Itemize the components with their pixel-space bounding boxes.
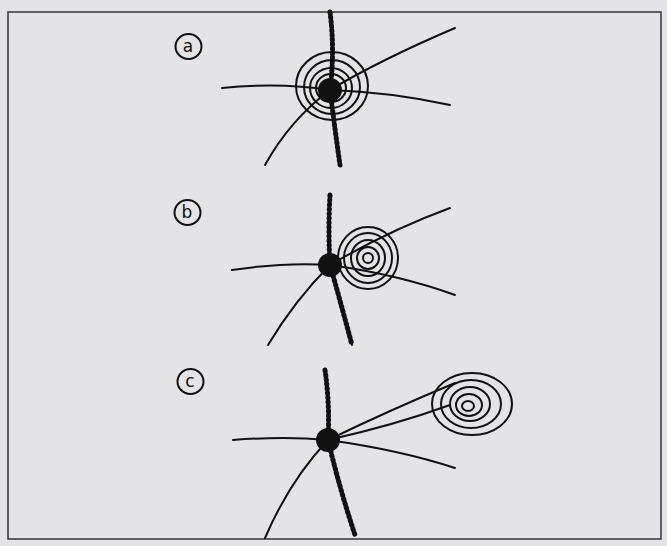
panel-b xyxy=(232,195,455,345)
circled-letter: a xyxy=(174,32,203,61)
panel-c xyxy=(233,370,512,538)
circle-outline xyxy=(174,200,200,225)
panel-letter: b xyxy=(182,204,193,221)
circled-letter: b xyxy=(173,198,202,227)
circled-letter: c xyxy=(176,367,205,396)
frame xyxy=(8,12,661,539)
panel-letter: a xyxy=(183,38,193,55)
circle-outline xyxy=(177,369,203,394)
panel-a xyxy=(222,12,455,165)
circle-outline xyxy=(175,34,201,59)
panel-letter: c xyxy=(185,373,194,390)
